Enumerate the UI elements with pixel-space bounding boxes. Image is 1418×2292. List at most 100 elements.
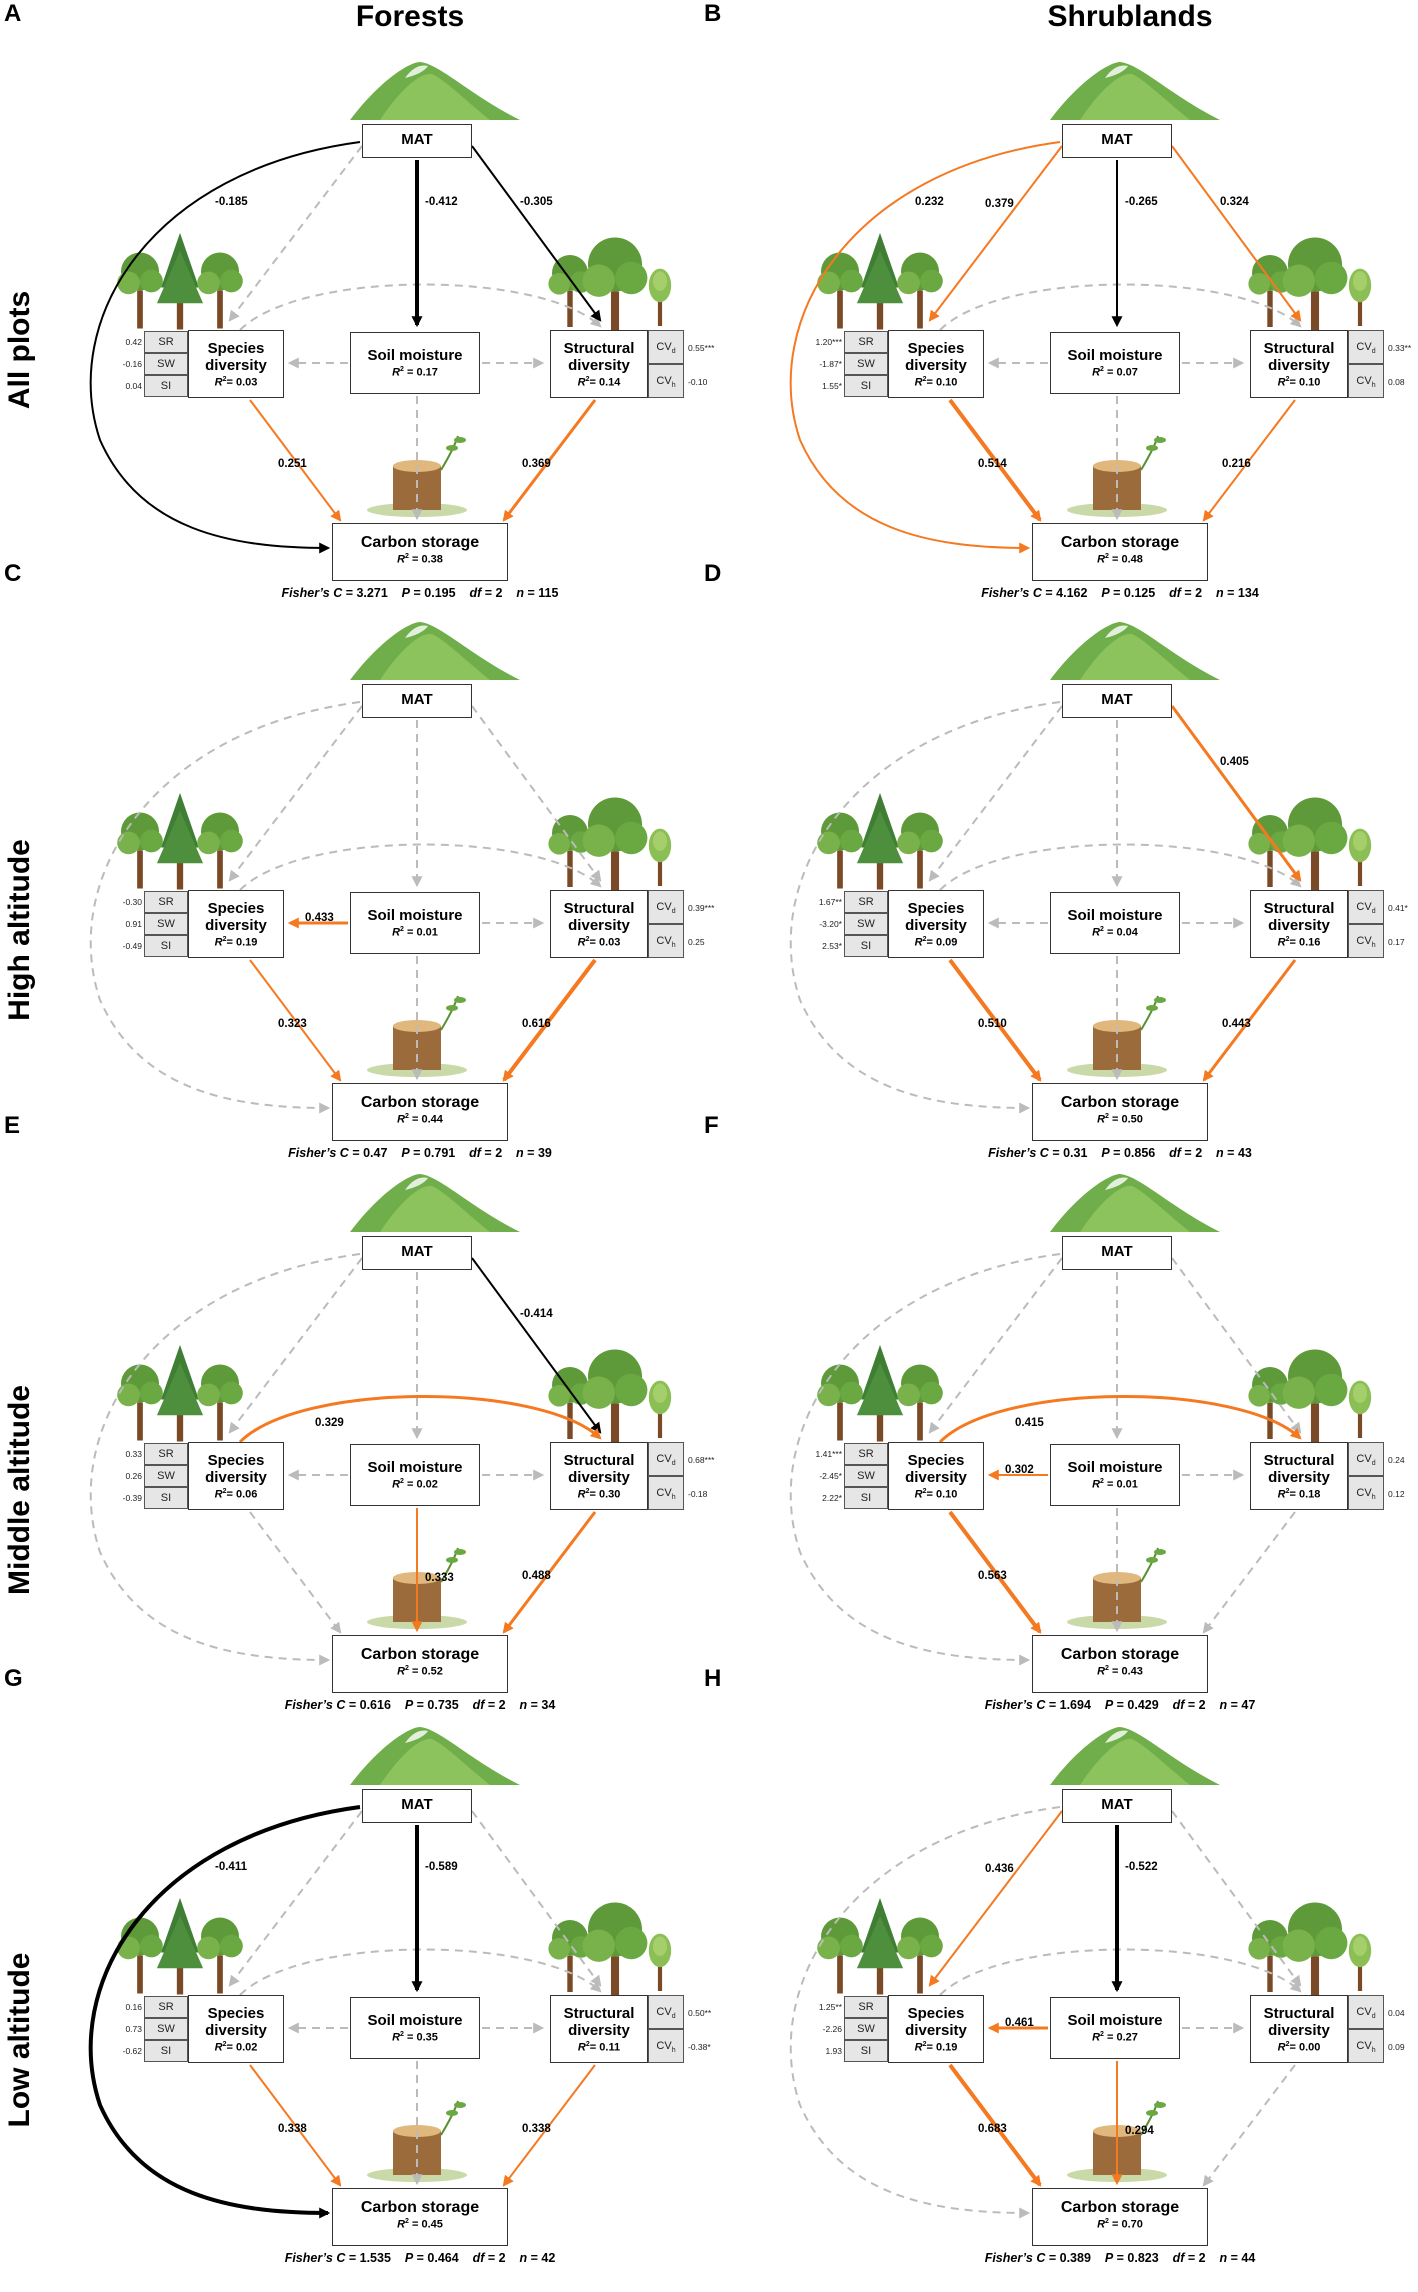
tree-illustration-structural-1 bbox=[548, 1920, 592, 1992]
structural-loading-cvd: 0.68*** bbox=[688, 1455, 715, 1465]
path-coefficient-species-to-carbon: 0.510 bbox=[978, 1018, 1007, 1030]
structural-diversity-label-1: Structural bbox=[1263, 1452, 1335, 1469]
species-diversity-label-1: Species bbox=[207, 900, 265, 917]
carbon-storage-label: Carbon storage bbox=[1060, 1094, 1180, 1111]
structural-loading-cvh: 0.17 bbox=[1388, 937, 1405, 947]
tree-illustration-structural-3 bbox=[1348, 268, 1372, 326]
path-mat-to-species-ns bbox=[928, 705, 1063, 882]
path-coefficient-species-to-carbon: 0.683 bbox=[978, 2123, 1007, 2135]
tree-illustration-structural-3 bbox=[648, 268, 672, 326]
species-loading-sr: 1.20*** bbox=[815, 337, 842, 347]
structural-indicator-cvd: CVd bbox=[1348, 1442, 1384, 1476]
path-species-to-carbon bbox=[948, 958, 1042, 1082]
structural-indicator-cvh: CVh bbox=[1348, 1476, 1384, 1510]
fit-stat-label: df bbox=[1169, 1146, 1181, 1160]
species-loading-si: 2.22* bbox=[822, 1493, 842, 1503]
species-indicator-sw: SW bbox=[144, 913, 188, 935]
soil-moisture-r2-value: 0.17 bbox=[416, 366, 438, 379]
fit-stat-value: 43 bbox=[1237, 1146, 1252, 1160]
path-mat-to-species-ns bbox=[228, 145, 363, 322]
path-mat-to-species bbox=[928, 1810, 1063, 1987]
carbon-storage-r2-value: 0.45 bbox=[421, 2218, 443, 2231]
carbon-storage-r2: R2 = 0.70 bbox=[1097, 2218, 1143, 2231]
tree-illustration-structural-3 bbox=[648, 828, 672, 886]
species-indicator-sr: SR bbox=[844, 1996, 888, 2018]
fit-stat-label: P bbox=[404, 2251, 414, 2265]
path-coefficient-structural-to-carbon: 0.443 bbox=[1222, 1018, 1251, 1030]
path-species-to-carbon bbox=[249, 959, 342, 1082]
species-indicator-sw: SW bbox=[844, 353, 888, 375]
species-diversity-r2-value: 0.10 bbox=[935, 1488, 958, 1501]
mat-label: MAT bbox=[1101, 691, 1133, 708]
species-diversity-r2: R2= 0.19 bbox=[914, 2041, 958, 2054]
fit-stat-value: 2 bbox=[1195, 1146, 1203, 1160]
mat-node: MAT bbox=[362, 684, 472, 718]
fit-stat-value: 0.31 bbox=[1063, 1146, 1088, 1160]
tree-illustration-species-3 bbox=[197, 1364, 243, 1441]
fit-stat-value: 39 bbox=[537, 1146, 552, 1160]
structural-diversity-r2: R2= 0.10 bbox=[1277, 376, 1321, 389]
tree-illustration-structural-1 bbox=[1248, 815, 1292, 887]
mat-label: MAT bbox=[1101, 131, 1133, 148]
panel-diagram bbox=[89, 622, 672, 1114]
structural-indicator-label-cvh: CVh bbox=[656, 1487, 676, 1502]
fit-stat-value: 2 bbox=[1195, 586, 1203, 600]
path-mat-to-carbon-ns bbox=[89, 1253, 361, 1666]
fit-stat-label: n bbox=[1219, 1698, 1228, 1712]
carbon-storage-r2-value: 0.38 bbox=[421, 553, 443, 566]
soil-moisture-label: Soil moisture bbox=[367, 907, 463, 924]
structural-diversity-label-1: Structural bbox=[563, 2005, 635, 2022]
tree-illustration-structural-2 bbox=[1282, 1902, 1348, 2011]
path-coefficient-soil-to-species: 0.302 bbox=[1005, 1464, 1034, 1476]
soil-moisture-r2-value: 0.04 bbox=[1116, 926, 1138, 939]
tree-illustration-species-3 bbox=[197, 1917, 243, 1994]
mat-label: MAT bbox=[401, 131, 433, 148]
structural-indicator-label-cvd: CVd bbox=[656, 341, 676, 356]
fit-stat-value: 1.535 bbox=[359, 2251, 391, 2265]
path-coefficient-mat-to-carbon: -0.411 bbox=[215, 1861, 247, 1873]
structural-loading-cvd: 0.04 bbox=[1388, 2008, 1405, 2018]
fit-stat-value: 44 bbox=[1241, 2251, 1256, 2265]
species-diversity-label-2: diversity bbox=[205, 917, 267, 934]
structural-diversity-label-2: diversity bbox=[1268, 2022, 1330, 2039]
path-mat-to-species-ns bbox=[928, 1257, 1063, 1434]
mat-label: MAT bbox=[401, 1243, 433, 1260]
path-mat-to-structural-ns bbox=[471, 1810, 602, 1987]
mountain-illustration bbox=[350, 622, 520, 680]
path-species-to-carbon bbox=[249, 399, 342, 522]
structural-diversity-label-2: diversity bbox=[1268, 917, 1330, 934]
mat-label: MAT bbox=[401, 1796, 433, 1813]
structural-indicator-cvh: CVh bbox=[1348, 2029, 1384, 2063]
structural-indicator-label-cvh: CVh bbox=[656, 375, 676, 390]
species-loading-sr: -0.30 bbox=[122, 897, 142, 907]
panel-letter: E bbox=[4, 1112, 21, 1139]
soil-moisture-r2: R2 = 0.02 bbox=[392, 1478, 438, 1491]
carbon-storage-r2-value: 0.50 bbox=[1121, 1113, 1143, 1126]
species-diversity-r2: R2= 0.02 bbox=[214, 2041, 258, 2054]
soil-moisture-r2-value: 0.27 bbox=[1116, 2031, 1138, 2044]
tree-illustration-species-1 bbox=[817, 1364, 863, 1441]
path-layer bbox=[789, 141, 1302, 554]
path-species-to-structural-ns bbox=[239, 283, 602, 331]
fit-stat-value: 2 bbox=[1198, 2251, 1206, 2265]
structural-diversity-r2-value: 0.10 bbox=[1298, 376, 1321, 389]
species-indicator-si: SI bbox=[844, 1487, 888, 1509]
structural-loading-cvd: 0.33** bbox=[1388, 343, 1412, 353]
path-coefficient-species-to-carbon: 0.514 bbox=[978, 458, 1007, 470]
soil-moisture-r2-value: 0.01 bbox=[416, 926, 438, 939]
structural-indicator-label-cvh: CVh bbox=[656, 935, 676, 950]
path-mat-to-carbon-ns bbox=[789, 1806, 1061, 2219]
fit-statistics: Fisher’s C = 1.535 P = 0.464 df = 2 n = … bbox=[284, 2251, 556, 2265]
fit-stat-value: 2 bbox=[1198, 1698, 1206, 1712]
path-coefficient-soil-to-species: 0.433 bbox=[305, 912, 334, 924]
carbon-storage-r2: R2 = 0.43 bbox=[1097, 1665, 1143, 1678]
